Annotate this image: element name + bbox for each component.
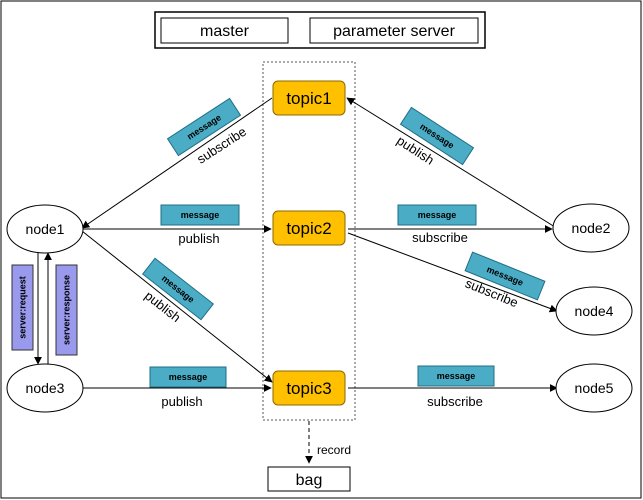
message-label: message — [181, 210, 220, 220]
message-box-node1-topic2: message — [160, 204, 240, 226]
message-box-topic2-node2: message — [397, 204, 477, 226]
message-label: message — [169, 372, 208, 382]
message-box-topic3-node5: message — [417, 365, 495, 387]
message-label: message — [437, 371, 476, 381]
topic3-box[interactable] — [272, 370, 346, 406]
node2-label: node2 — [572, 220, 611, 236]
parameter-server-box — [309, 17, 479, 44]
node1-ellipse[interactable] — [6, 204, 84, 254]
edge-topic2-node4 — [347, 232, 558, 313]
subscribe-label-topic2: subscribe — [412, 230, 468, 245]
service-request-box: server:request — [11, 264, 34, 351]
node5-label: node5 — [575, 380, 614, 396]
node1-label: node1 — [26, 221, 65, 237]
edge-node1-topic3 — [81, 230, 273, 383]
topic2-label: topic2 — [286, 219, 331, 238]
publish-label-topic3: publish — [161, 394, 202, 409]
parameter-server-label: parameter server — [333, 23, 455, 40]
bag-label: bag — [296, 472, 323, 489]
topic1-box[interactable] — [272, 80, 346, 116]
node3-ellipse[interactable] — [6, 363, 84, 413]
subscribe-label-topic3: subscribe — [427, 394, 483, 409]
message-label: message — [418, 210, 457, 220]
edge-topic1-node1 — [81, 97, 273, 229]
service-response-label: server:response — [62, 275, 72, 345]
edge-node2-topic1 — [346, 97, 556, 228]
message-box-node3-topic3: message — [149, 366, 227, 388]
topic1-label: topic1 — [286, 89, 331, 108]
service-request-label: server:request — [18, 276, 28, 339]
node4-ellipse[interactable] — [555, 286, 633, 336]
node4-label: node4 — [575, 303, 614, 319]
node5-ellipse[interactable] — [555, 363, 633, 413]
topic-container — [262, 61, 356, 421]
master-box — [160, 17, 289, 44]
header-frame — [154, 11, 486, 49]
publish-label-topic2: publish — [178, 231, 219, 246]
bag-box[interactable] — [267, 466, 351, 492]
service-response-box: server:response — [55, 264, 78, 356]
topic3-label: topic3 — [286, 379, 331, 398]
record-label: record — [317, 443, 351, 457]
message-box-topic2-node4: message — [464, 251, 546, 301]
node3-label: node3 — [26, 380, 65, 396]
topic2-box[interactable] — [272, 210, 346, 246]
node2-ellipse[interactable] — [552, 203, 630, 253]
master-label: master — [200, 23, 250, 40]
